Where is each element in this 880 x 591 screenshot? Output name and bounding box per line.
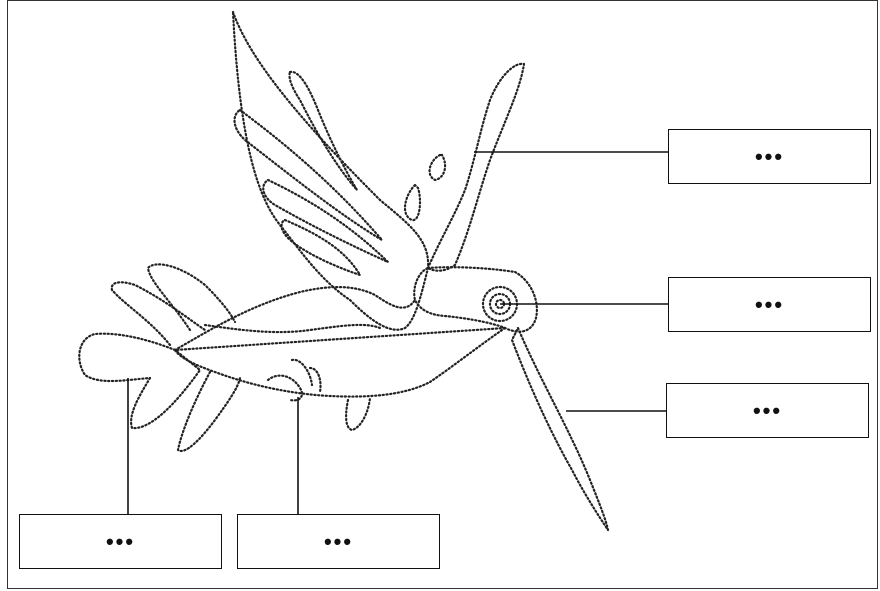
- diagram-frame: [7, 0, 878, 589]
- tail-feather-1: [110, 281, 207, 347]
- back-wing-feather-2: [262, 178, 390, 264]
- label-tail[interactable]: •••: [19, 514, 222, 569]
- head-outline: [413, 266, 538, 333]
- leg-feathers: [345, 396, 372, 432]
- label-beak[interactable]: •••: [666, 383, 869, 438]
- back-wing-feather-1: [233, 108, 384, 242]
- label-eye[interactable]: •••: [668, 277, 871, 332]
- feet-outline: [266, 358, 322, 402]
- back-wing-outline: [231, 10, 430, 331]
- beak-outline: [510, 326, 610, 532]
- tail-outline: [78, 332, 202, 430]
- body-inner-line: [203, 323, 382, 334]
- tail-feather-3: [176, 370, 242, 453]
- upper-wing-outline: [426, 62, 526, 272]
- body-outline: [173, 285, 507, 398]
- tail-feather-2: [146, 263, 237, 332]
- upper-wing-feather: [403, 183, 422, 222]
- back-wing-feather-4: [288, 70, 359, 192]
- upper-wing-feather-2: [428, 153, 447, 182]
- back-wing-feather-3: [280, 218, 362, 277]
- label-feet[interactable]: •••: [237, 514, 440, 569]
- label-upper-wing[interactable]: •••: [668, 129, 871, 184]
